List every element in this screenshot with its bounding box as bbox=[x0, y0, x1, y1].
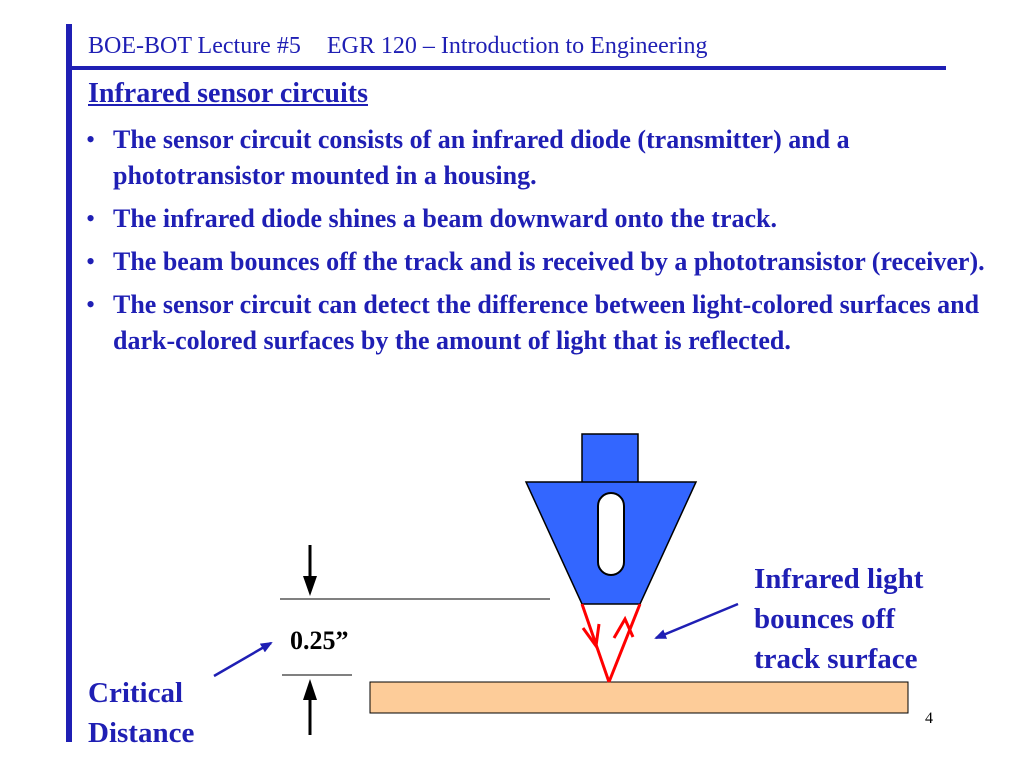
bullet-item: • The infrared diode shines a beam downwa… bbox=[86, 201, 991, 237]
bullet-dot: • bbox=[86, 125, 96, 154]
bullet-text: The beam bounces off the track and is re… bbox=[113, 247, 985, 276]
ir-pointer-arrow bbox=[654, 602, 739, 640]
left-rule bbox=[66, 24, 72, 742]
ir-caption-line: bounces off bbox=[754, 603, 895, 635]
sensor-window bbox=[597, 492, 625, 576]
bullet-text: The sensor circuit can detect the differ… bbox=[113, 290, 980, 355]
sensor-cap bbox=[581, 433, 639, 484]
header-rule bbox=[66, 66, 946, 70]
bullet-dot: • bbox=[86, 204, 96, 233]
critical-pointer-arrow bbox=[213, 641, 273, 678]
ir-caption: Infrared light bounces off track surface bbox=[754, 559, 923, 679]
ir-beam bbox=[580, 603, 642, 683]
bullet-text: The infrared diode shines a beam downwar… bbox=[113, 204, 778, 233]
critical-caption-line: Distance bbox=[88, 717, 195, 749]
slide-header: BOE-BOT Lecture #5 EGR 120 – Introduction… bbox=[88, 33, 707, 60]
bullet-item: • The sensor circuit can detect the diffe… bbox=[86, 287, 991, 359]
course-label: EGR 120 – Introduction to Engineering bbox=[326, 33, 708, 59]
critical-caption-line: Critical bbox=[88, 677, 184, 709]
ir-caption-line: Infrared light bbox=[754, 563, 924, 595]
sensor-housing bbox=[524, 433, 698, 605]
distance-indicator bbox=[280, 545, 550, 735]
lecture-label: BOE-BOT Lecture #5 bbox=[88, 33, 301, 59]
distance-label: 0.25” bbox=[290, 626, 349, 655]
bullet-list: • The sensor circuit consists of an infra… bbox=[86, 122, 991, 366]
bullet-item: • The beam bounces off the track and is r… bbox=[86, 244, 991, 280]
page-number: 4 bbox=[925, 710, 933, 727]
bullet-item: • The sensor circuit consists of an infra… bbox=[86, 122, 991, 194]
critical-distance-caption: Critical Distance bbox=[88, 673, 194, 753]
track-surface bbox=[369, 681, 909, 714]
bullet-text: The sensor circuit consists of an infrar… bbox=[113, 125, 850, 190]
bullet-dot: • bbox=[86, 290, 96, 319]
slide-title: Infrared sensor circuits bbox=[88, 78, 368, 109]
ir-caption-line: track surface bbox=[754, 643, 918, 675]
bullet-dot: • bbox=[86, 247, 96, 276]
